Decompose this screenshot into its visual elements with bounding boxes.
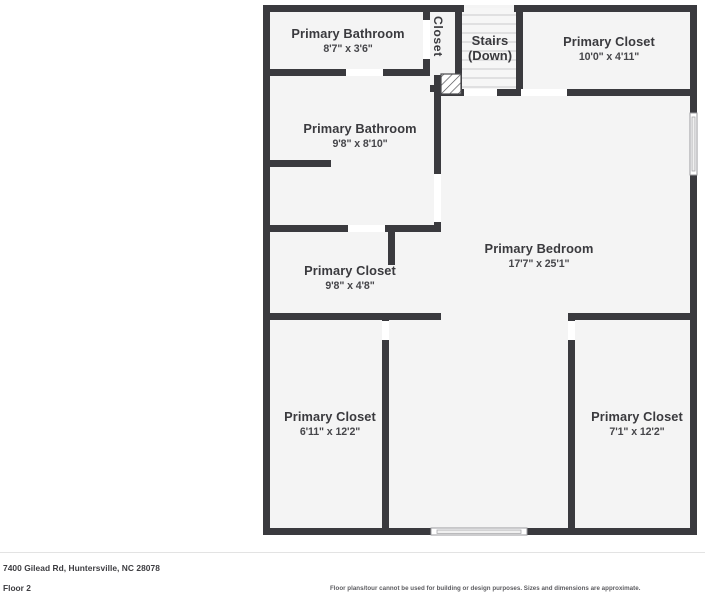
door-openings [346,20,575,340]
floor-plan-drawing [263,5,698,536]
hatched-floor-patch [440,73,462,95]
property-address: 7400 Gilead Rd, Huntersville, NC 28078 [3,563,160,573]
room-fills [263,5,697,535]
footer-divider [0,552,705,553]
disclaimer-text: Floor plans/tour cannot be used for buil… [330,585,641,592]
footer: 7400 Gilead Rd, Huntersville, NC 28078 F… [0,552,705,600]
windows [430,112,698,536]
floor-label: Floor 2 [3,583,31,593]
stair-treads [462,14,518,88]
floor-plan-canvas: Primary Bathroom 8'7" x 3'6" Closet Stai… [263,5,698,536]
